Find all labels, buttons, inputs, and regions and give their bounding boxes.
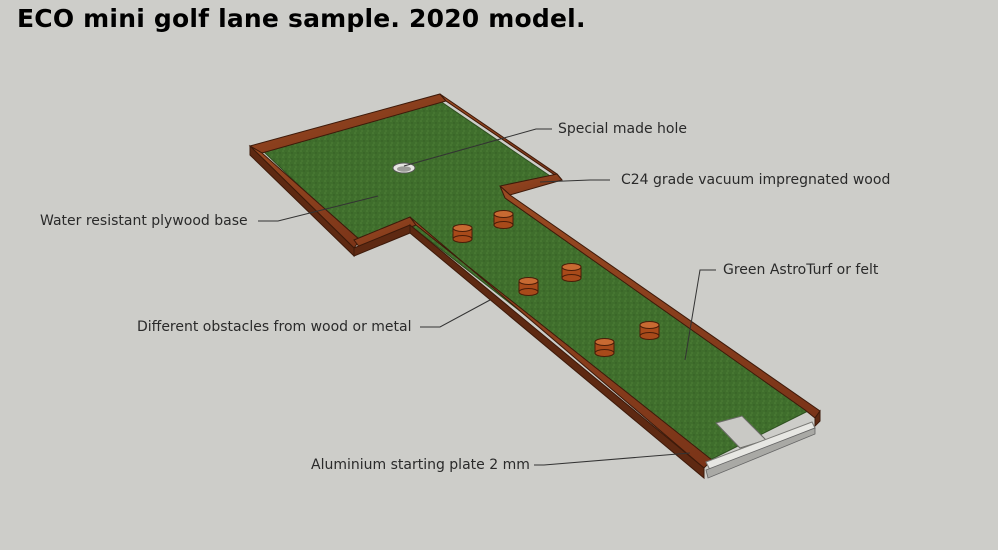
leader-turf	[684, 269, 716, 361]
leader-lines	[258, 128, 716, 466]
label-hole: Special made hole	[558, 121, 688, 137]
obstacle	[518, 277, 539, 296]
label-base: Water resistant plywood base	[40, 213, 248, 229]
leader-plate	[534, 452, 691, 466]
obstacle	[452, 224, 473, 243]
label-turf: Green AstroTurf or felt	[723, 262, 879, 278]
obstacle	[639, 321, 660, 340]
label-plate: Aluminium starting plate 2 mm	[311, 457, 530, 473]
label-obstacles: Different obstacles from wood or metal	[137, 319, 412, 335]
label-wood: C24 grade vacuum impregnated wood	[621, 172, 891, 188]
leader-base	[258, 195, 379, 222]
obstacle	[493, 210, 514, 229]
diagram-title: ECO mini golf lane sample. 2020 model.	[17, 4, 586, 33]
obstacle	[561, 263, 582, 282]
leader-hole	[403, 128, 552, 167]
obstacle	[594, 338, 615, 357]
leader-obstacles	[420, 299, 491, 328]
leader-wood	[539, 179, 610, 183]
obstacles	[452, 210, 660, 357]
